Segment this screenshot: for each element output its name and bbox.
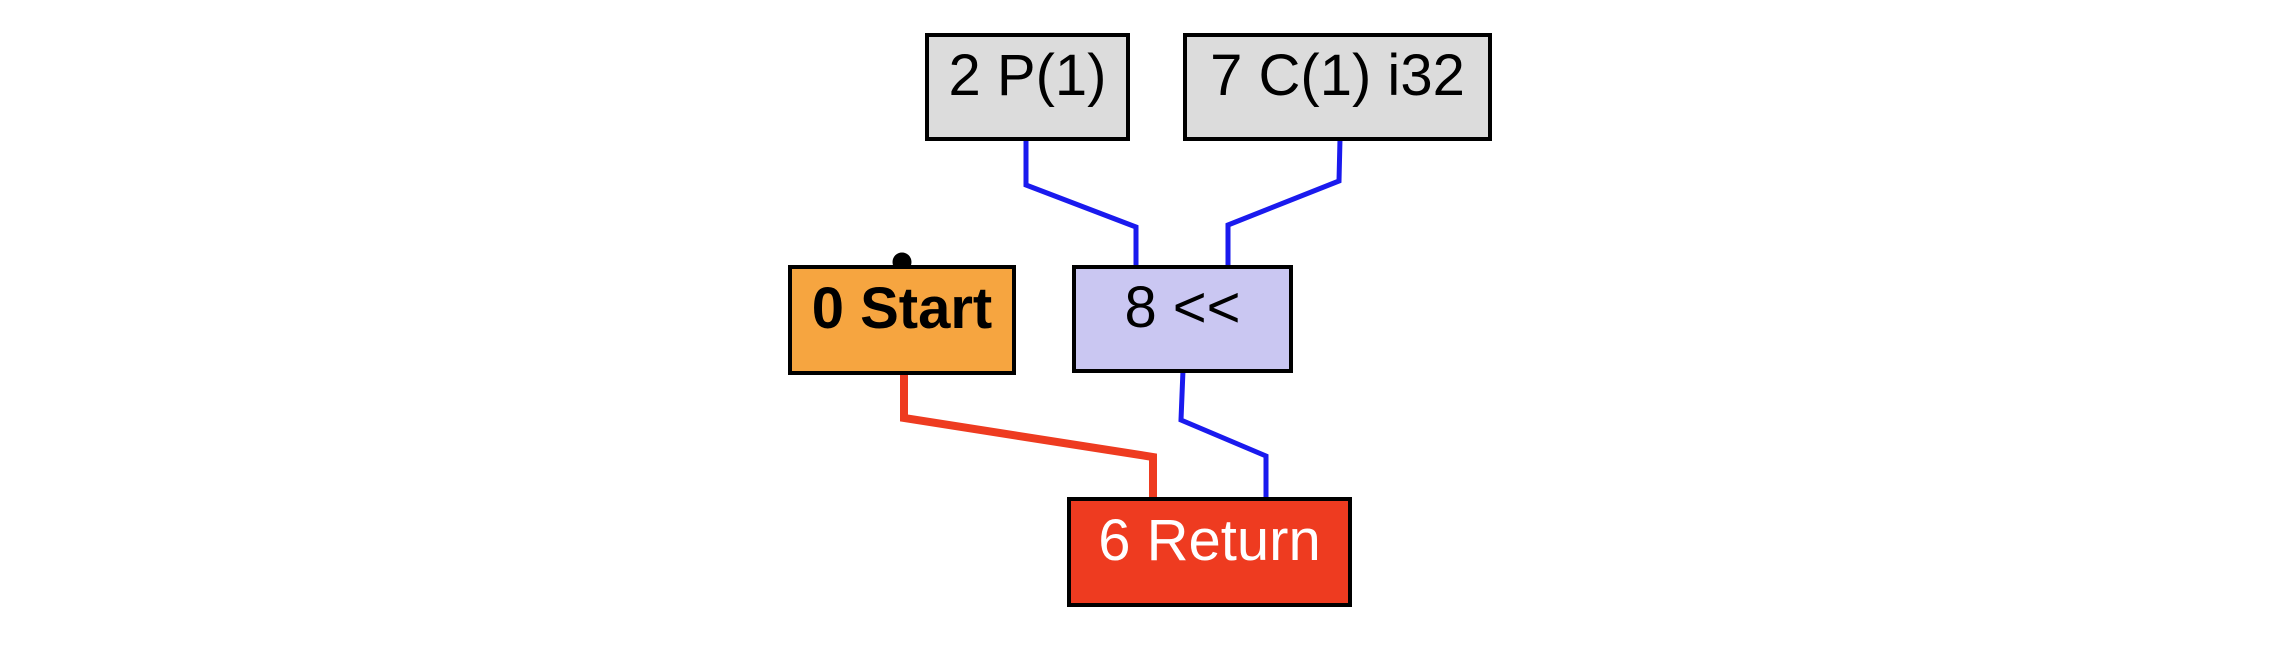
control-edge-start-to-return bbox=[900, 372, 1157, 499]
node-shift-left-label: 8 << bbox=[1124, 275, 1241, 340]
node-shift-left: 8 << bbox=[1072, 265, 1293, 373]
node-constant-label: 7 C(1) i32 bbox=[1210, 43, 1465, 108]
data-edge-const-to-shl bbox=[1225, 138, 1343, 267]
node-param-label: 2 P(1) bbox=[948, 43, 1107, 108]
data-edge-param-to-shl bbox=[1023, 139, 1139, 267]
node-start: 0 Start bbox=[788, 265, 1016, 375]
node-start-label: 0 Start bbox=[811, 276, 993, 341]
data-edge-shl-to-return bbox=[1178, 369, 1269, 499]
node-return: 6 Return bbox=[1067, 497, 1352, 607]
node-constant: 7 C(1) i32 bbox=[1183, 33, 1492, 141]
node-param: 2 P(1) bbox=[925, 33, 1130, 141]
node-return-label: 6 Return bbox=[1098, 508, 1321, 573]
